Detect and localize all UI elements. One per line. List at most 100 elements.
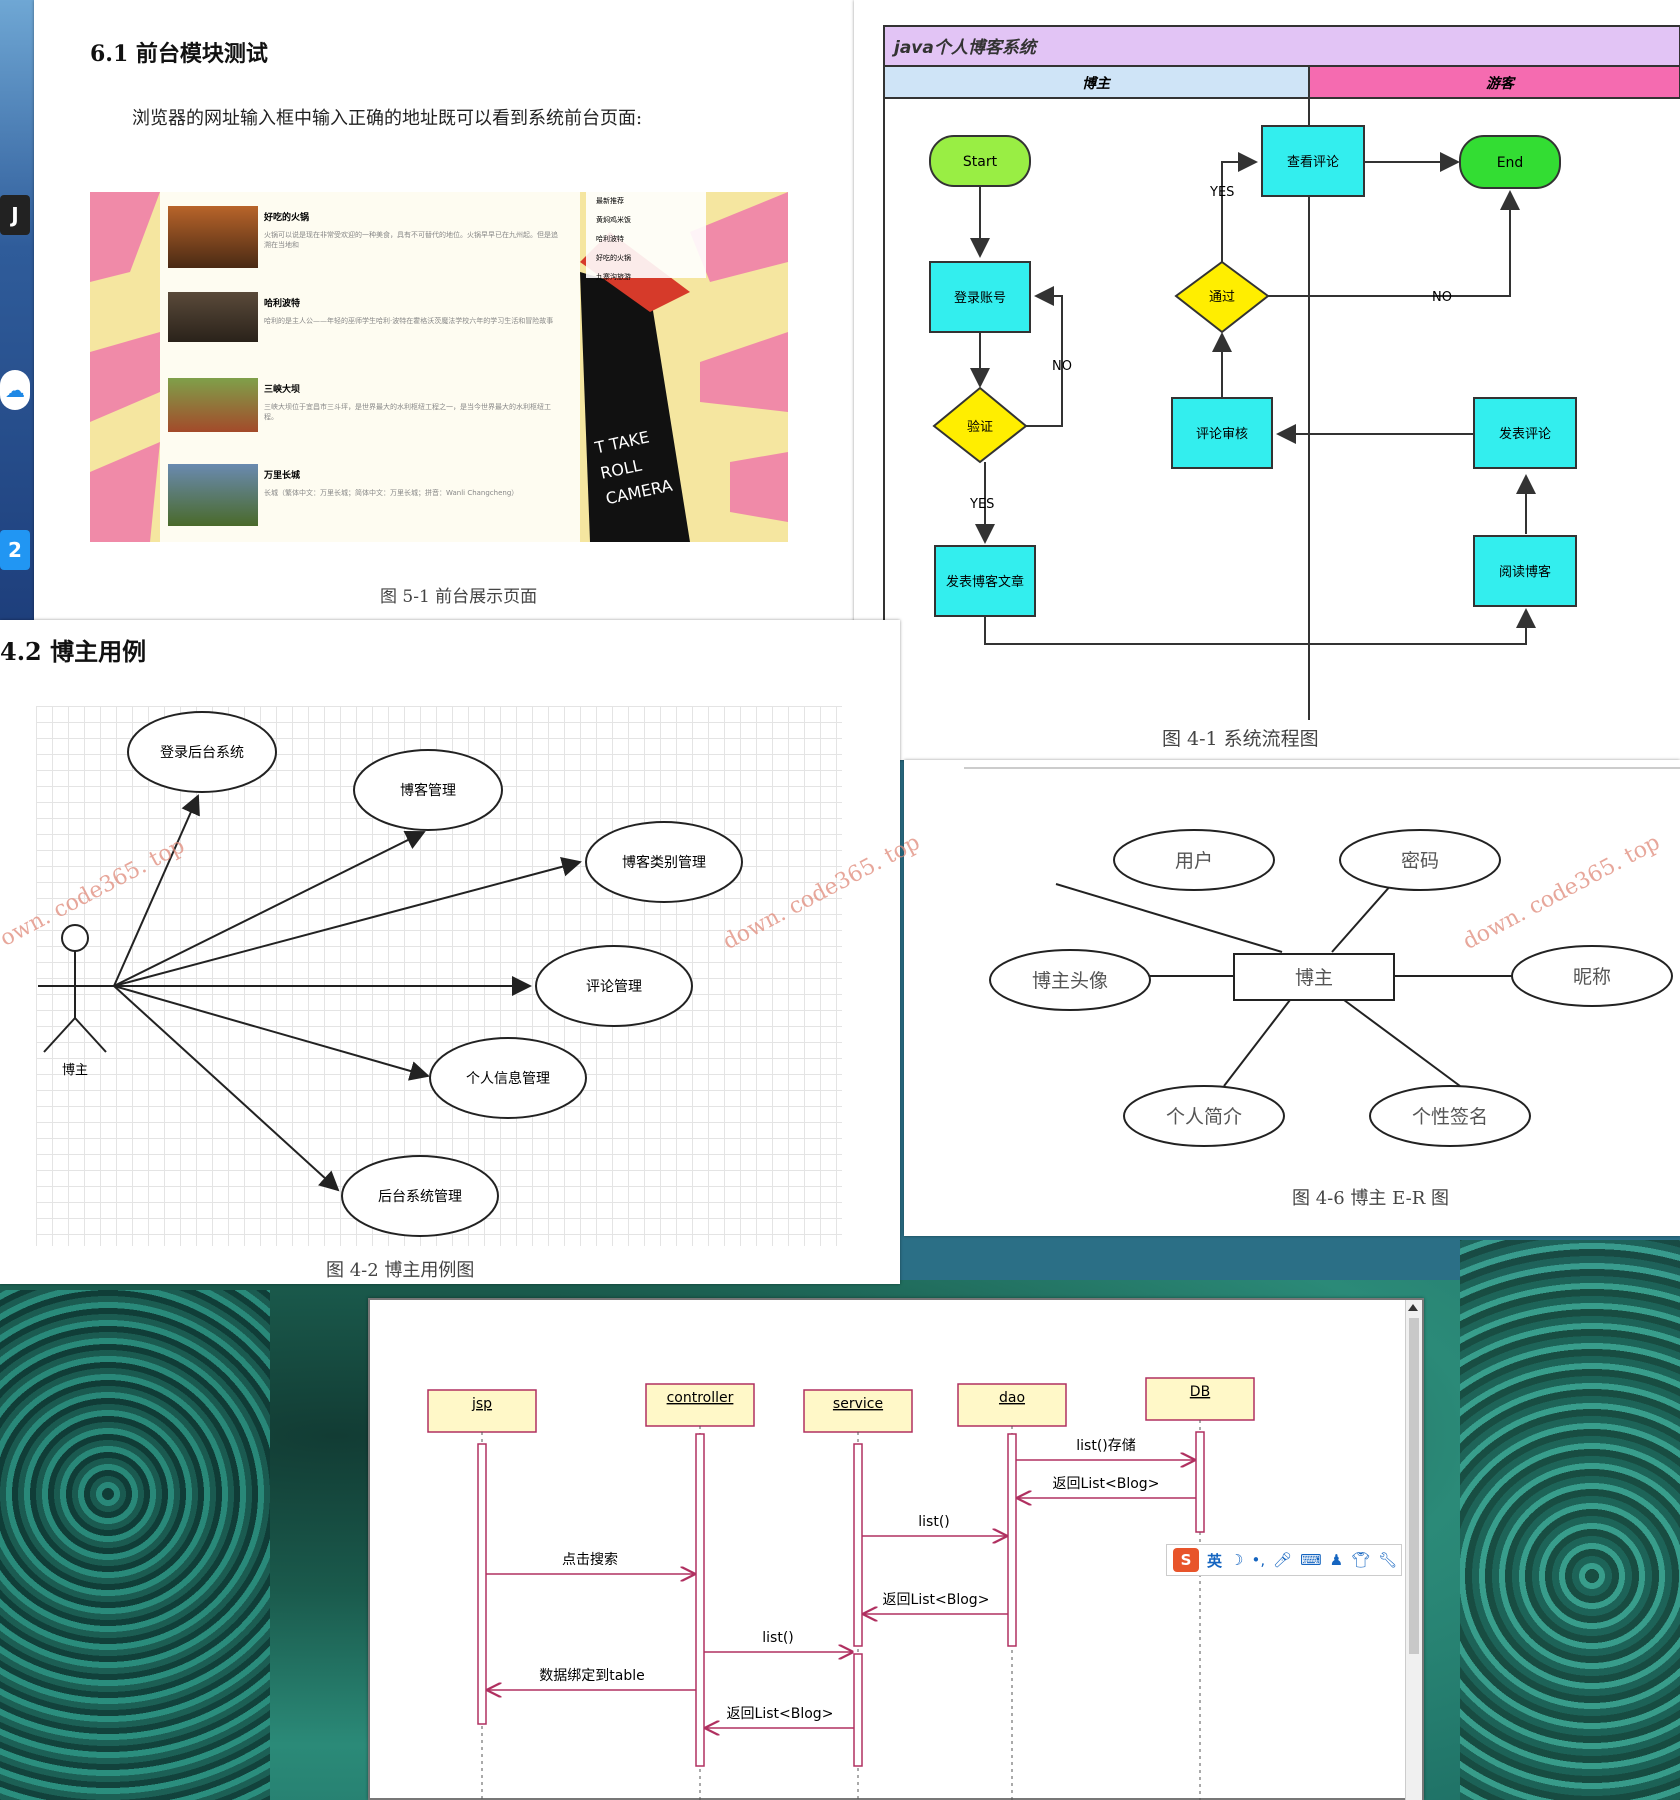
use-case-label: 博客管理 xyxy=(400,782,456,799)
actor-label: 博主 xyxy=(62,1063,88,1078)
attribute-ellipse xyxy=(1123,1085,1285,1147)
node-label: 验证 xyxy=(967,419,993,435)
lifeline-label: DB xyxy=(1190,1384,1210,1400)
attribute-label: 昵称 xyxy=(1573,966,1611,988)
sidebar-item[interactable]: 好吃的火锅 xyxy=(596,254,631,262)
microphone-icon[interactable]: 🎤︎ xyxy=(1273,1551,1293,1569)
sogou-logo-icon[interactable]: S xyxy=(1173,1548,1199,1572)
attribute-label: 用户 xyxy=(1175,850,1213,872)
process-node-view-comment xyxy=(1261,125,1365,197)
figure-caption: 图 4-2 博主用例图 xyxy=(326,1260,475,1281)
sidebar-list: 最新推荐 黄焖鸡米饭 哈利波特 好吃的火锅 九寨沟旅游 xyxy=(586,192,706,281)
post-excerpt: 长城（繁体中文：万里长城；简体中文：万里长城；拼音：Wanli Changche… xyxy=(264,489,519,497)
document-panel-frontend: 6.1 前台模块测试 浏览器的网址输入框中输入正确的地址既可以看到系统前台页面:… xyxy=(34,0,854,620)
post-thumbnail[interactable] xyxy=(168,378,258,432)
post-thumbnail[interactable] xyxy=(168,464,258,526)
sequence-diagram-window: jsp controller service dao DB list()存储 返… xyxy=(368,1298,1424,1800)
desktop-background-texture-left xyxy=(0,1290,270,1800)
sequence-diagram: jsp controller service dao DB list()存储 返… xyxy=(427,1377,1255,1800)
attribute-ellipse xyxy=(1369,1085,1531,1147)
edge-label-yes: YES xyxy=(1209,185,1234,200)
message-label: list()存储 xyxy=(1076,1438,1136,1454)
use-case-ellipse xyxy=(429,1037,587,1119)
sidebar-item[interactable]: 哈利波特 xyxy=(596,235,624,243)
lifeline-label: dao xyxy=(999,1390,1025,1406)
attribute-ellipse xyxy=(1339,829,1501,891)
lifeline-box xyxy=(645,1383,755,1427)
lifeline-label: jsp xyxy=(471,1396,492,1412)
desktop-strip: J ☁ 2 xyxy=(0,0,34,620)
post-title[interactable]: 好吃的火锅 xyxy=(264,213,310,223)
figure-caption: 图 4-1 系统流程图 xyxy=(1162,728,1319,750)
ime-language-toggle[interactable]: 英 xyxy=(1207,1551,1223,1570)
message-label: 返回List<Blog> xyxy=(727,1706,834,1722)
node-label: 登录账号 xyxy=(954,291,1006,306)
lane-header-right xyxy=(1308,65,1680,99)
sidebar-item[interactable]: 最新推荐 xyxy=(596,197,624,205)
scrollbar-thumb[interactable] xyxy=(1409,1318,1419,1654)
post-excerpt: 火锅可以说是现在非常受欢迎的一种美食，具有不可替代的地位。火锅早早已在九州起。但… xyxy=(264,231,558,249)
message-label: 点击搜索 xyxy=(562,1551,618,1568)
wrench-icon[interactable]: 🔧︎ xyxy=(1378,1551,1398,1569)
diagram-title: java个人博客系统 xyxy=(891,38,1039,58)
attribute-ellipse xyxy=(1113,829,1275,891)
figure-caption: 图 4-6 博主 E-R 图 xyxy=(1292,1188,1449,1209)
post-thumbnail[interactable] xyxy=(168,292,258,342)
node-label: 查看评论 xyxy=(1287,154,1339,170)
sidebar-item[interactable]: 黄焖鸡米饭 xyxy=(596,216,631,224)
app-icon-2[interactable]: 2 xyxy=(0,530,30,570)
cloud-icon[interactable]: ☁ xyxy=(0,370,30,410)
sidebar-item[interactable]: 九寨沟旅游 xyxy=(596,273,631,281)
lane-label-right: 游客 xyxy=(1486,75,1516,92)
process-node-post-comment xyxy=(1473,397,1577,469)
shirt-icon[interactable]: 👕︎ xyxy=(1351,1551,1371,1569)
use-case-label: 个人信息管理 xyxy=(466,1070,550,1087)
frontend-screenshot: 好吃的火锅 火锅可以说是现在非常受欢迎的一种美食，具有不可替代的地位。火锅早早已… xyxy=(90,192,788,542)
lifeline-label: service xyxy=(833,1396,883,1412)
post-excerpt: 哈利的是主人公——年轻的巫师学生哈利·波特在霍格沃茨魔法学校六年的学习生活和冒险… xyxy=(264,317,554,325)
use-case-ellipse xyxy=(341,1155,499,1237)
skin-icon[interactable]: ♟ xyxy=(1329,1551,1344,1569)
punctuation-icon[interactable]: •, xyxy=(1251,1551,1266,1569)
attribute-label: 密码 xyxy=(1401,850,1439,872)
use-case-ellipse xyxy=(585,821,743,903)
figure-caption: 图 5-1 前台展示页面 xyxy=(380,587,538,607)
post-title[interactable]: 万里长城 xyxy=(264,471,301,481)
use-case-label: 评论管理 xyxy=(586,979,642,995)
node-label: 阅读博客 xyxy=(1499,564,1551,580)
end-label: End xyxy=(1497,155,1524,171)
use-case-label: 博客类别管理 xyxy=(622,854,706,871)
vertical-scrollbar[interactable] xyxy=(1405,1300,1422,1800)
node-label: 发表博客文章 xyxy=(946,574,1024,590)
body-text: 浏览器的网址输入框中输入正确的地址既可以看到系统前台页面: xyxy=(132,108,643,129)
message-label: list() xyxy=(918,1514,950,1530)
attribute-ellipse xyxy=(989,949,1151,1011)
use-case-ellipse xyxy=(535,945,693,1027)
use-case-ellipse xyxy=(127,711,277,793)
ime-toolbar[interactable]: S 英 ☽ •, 🎤︎ ⌨ ♟ 👕︎ 🔧︎ xyxy=(1166,1544,1402,1576)
section-heading: 6.1 前台模块测试 xyxy=(90,41,268,67)
post-list: 好吃的火锅 火锅可以说是现在非常受欢迎的一种美食，具有不可替代的地位。火锅早早已… xyxy=(160,192,580,542)
attribute-ellipse xyxy=(1511,945,1673,1007)
process-node-login xyxy=(929,261,1031,333)
message-label: 数据绑定到table xyxy=(539,1668,644,1684)
process-node-review xyxy=(1171,397,1273,469)
end-node xyxy=(1459,135,1561,189)
document-panel-er: 博主 用户 密码 博主头像 昵称 个人简介 个性签名 图 4-6 博主 E-R … xyxy=(904,760,1680,1236)
entity-label: 博主 xyxy=(1295,967,1333,989)
edge-label-no: NO xyxy=(1432,290,1452,305)
desktop-background-texture-right xyxy=(1460,1240,1680,1800)
use-case-label: 后台系统管理 xyxy=(378,1189,462,1205)
moon-icon[interactable]: ☽ xyxy=(1230,1551,1244,1569)
use-case-ellipse xyxy=(353,749,503,831)
lifeline-label: controller xyxy=(667,1390,734,1406)
post-thumbnail[interactable] xyxy=(168,206,258,268)
post-title[interactable]: 三峡大坝 xyxy=(264,385,301,395)
message-label: 返回List<Blog> xyxy=(1053,1476,1160,1492)
app-icon[interactable]: J xyxy=(0,195,30,235)
use-case-label: 登录后台系统 xyxy=(160,745,244,761)
document-panel-flowchart: java个人博客系统 博主 游客 Start End 登录账号 验证 发表博客文… xyxy=(854,0,1680,760)
post-title[interactable]: 哈利波特 xyxy=(264,299,301,309)
scroll-up-icon[interactable] xyxy=(1408,1304,1418,1311)
keyboard-icon[interactable]: ⌨ xyxy=(1300,1551,1322,1569)
